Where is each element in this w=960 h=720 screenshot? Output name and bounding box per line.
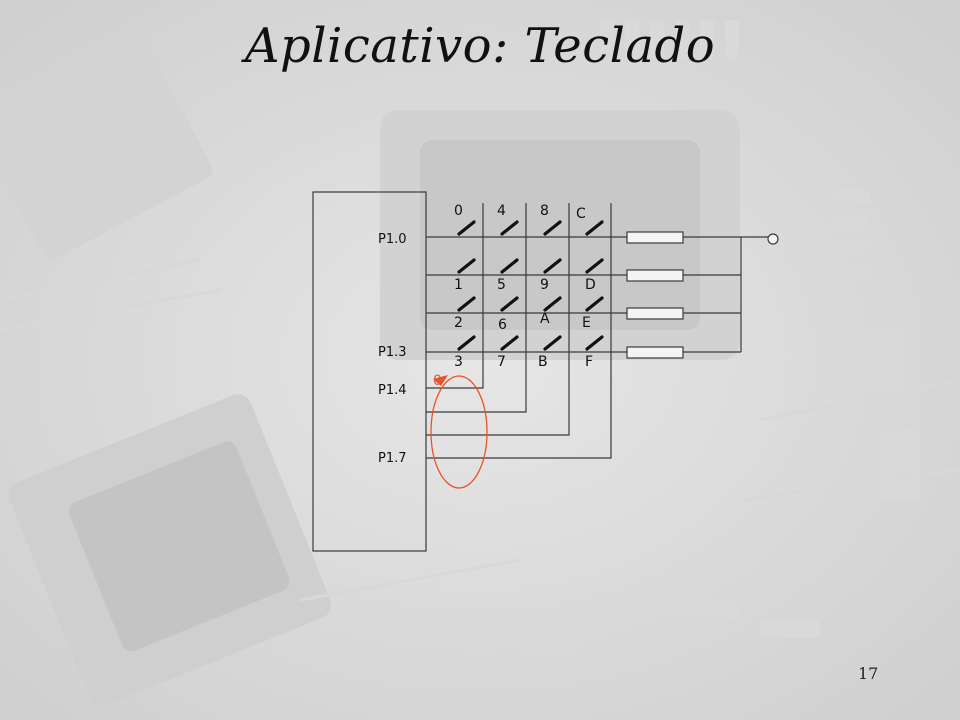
key-label-B: B xyxy=(538,354,548,370)
column-wire-0 xyxy=(426,203,484,389)
key-label-7: 7 xyxy=(497,354,506,370)
switch-3 xyxy=(457,335,476,351)
switch-C xyxy=(585,220,604,236)
pin-label-p14: P1.4 xyxy=(378,383,407,398)
key-label-0: 0 xyxy=(454,203,463,219)
pullup-resistor-3 xyxy=(626,346,684,359)
scan-value-label: 0 xyxy=(433,373,442,389)
switch-0 xyxy=(457,220,476,236)
scan-arrow-icon xyxy=(433,375,448,386)
microcontroller-box xyxy=(312,191,427,552)
pin-label-p17: P1.7 xyxy=(378,451,407,466)
switch-9 xyxy=(543,258,562,274)
key-label-8: 8 xyxy=(540,203,549,219)
pin-label-p13: P1.3 xyxy=(378,345,407,360)
key-label-6: 6 xyxy=(498,317,507,333)
switch-A xyxy=(543,296,562,312)
key-label-F: F xyxy=(585,354,593,370)
key-label-9: 9 xyxy=(540,277,549,293)
key-label-C: C xyxy=(576,206,586,222)
switch-6 xyxy=(500,296,519,312)
switch-D xyxy=(585,258,604,274)
slide-number: 17 xyxy=(858,664,879,683)
key-label-D: D xyxy=(585,277,596,293)
switch-7 xyxy=(500,335,519,351)
switch-8 xyxy=(543,220,562,236)
switch-B xyxy=(543,335,562,351)
switch-E xyxy=(585,296,604,312)
switch-4 xyxy=(500,220,519,236)
key-label-E: E xyxy=(582,315,591,331)
pullup-resistor-0 xyxy=(626,231,684,244)
key-label-1: 1 xyxy=(454,277,463,293)
scan-loop-ellipse xyxy=(430,375,488,489)
vcc-terminal xyxy=(767,233,779,245)
pullup-resistor-1 xyxy=(626,269,684,282)
key-switches xyxy=(457,220,604,351)
switch-2 xyxy=(457,296,476,312)
pin-label-p10: P1.0 xyxy=(378,232,407,247)
key-label-2: 2 xyxy=(454,315,463,331)
key-label-A: A xyxy=(540,311,550,327)
key-labels: 0 4 8 C 1 5 9 D 2 6 A E 3 7 B F xyxy=(454,203,596,370)
switch-F xyxy=(585,335,604,351)
column-wire-1 xyxy=(426,203,527,413)
pullup-resistor-2 xyxy=(626,307,684,320)
key-label-4: 4 xyxy=(497,203,506,219)
key-label-3: 3 xyxy=(454,354,463,370)
switch-5 xyxy=(500,258,519,274)
switch-1 xyxy=(457,258,476,274)
column-wire-3 xyxy=(426,203,612,459)
slide-title: Aplicativo: Teclado xyxy=(244,18,716,74)
column-wire-2 xyxy=(426,203,570,436)
key-label-5: 5 xyxy=(497,277,506,293)
